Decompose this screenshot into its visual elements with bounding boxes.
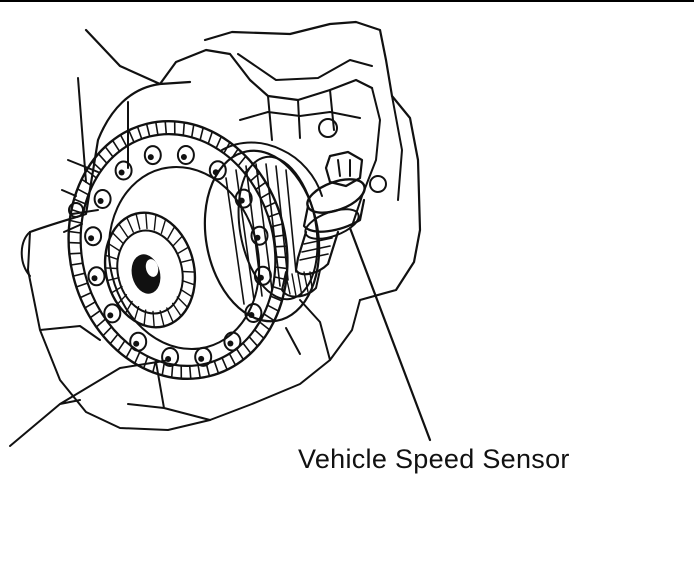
bolt-ring xyxy=(84,145,272,367)
sensor-leader-line xyxy=(348,226,432,442)
pinion-housing xyxy=(203,141,323,323)
vehicle-speed-sensor xyxy=(281,150,366,298)
axle-outline xyxy=(20,189,84,277)
housing-outline xyxy=(9,20,422,447)
top-border xyxy=(0,0,694,2)
upper-leader-lines xyxy=(67,77,129,215)
center-bearing xyxy=(103,211,197,329)
vehicle-speed-sensor-label: Vehicle Speed Sensor xyxy=(298,444,570,474)
